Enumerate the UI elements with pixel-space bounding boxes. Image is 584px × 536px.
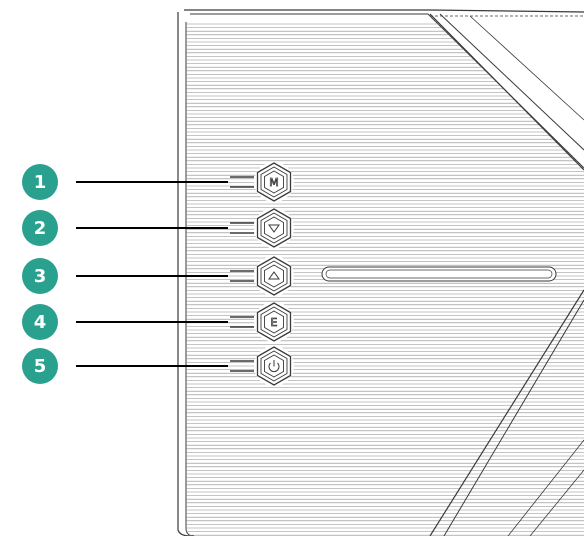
button-hex-ring [264,310,284,334]
monitor-button-3[interactable] [230,256,294,296]
monitor-button-1[interactable]: M [230,162,294,202]
upper-facet-edge-2 [439,13,584,151]
callout-badge-1: 1 [22,164,58,200]
callout-badge-3: 3 [22,258,58,294]
callout-badge-2: 2 [22,210,58,246]
button-hex-ring [256,346,292,386]
monitor-button-2[interactable] [230,208,294,248]
button-hex-ring [264,170,284,194]
button-column: ME [230,162,294,386]
callout-leader-line [76,365,228,367]
callout-leader-line [76,275,228,277]
lower-facet-edge [429,289,584,536]
button-hex-ring [264,264,284,288]
down-arrow-icon [268,224,280,233]
button-hex-ring [260,212,288,244]
monitor-button-4[interactable]: E [230,302,294,342]
upper-facet-edge-3 [469,15,584,121]
button-hex-ring [260,350,288,382]
button-hex-ring [260,166,288,198]
button-label: M [269,176,279,189]
button-label: E [271,316,278,329]
button-hex-ring [260,306,288,338]
monitor-button-5[interactable] [230,346,294,386]
led-slot [321,266,557,282]
button-hex-ring [256,302,292,342]
lower-facet-edge-2 [443,299,584,536]
callout-badge-5: 5 [22,348,58,384]
button-hex-ring [260,260,288,292]
power-icon [268,360,280,372]
callout-leader-line [76,181,228,183]
up-arrow-icon [268,271,280,280]
button-hex-ring [256,162,292,202]
lower-facet-edge-4 [529,469,584,536]
lower-facet-edge-3 [507,439,584,536]
button-hex-ring [264,216,284,240]
callout-leader-line [76,227,228,229]
button-hex-ring [256,256,292,296]
callout-leader-line [76,321,228,323]
upper-facet-edge [429,13,584,171]
callout-badge-4: 4 [22,304,58,340]
button-hex-ring [256,208,292,248]
